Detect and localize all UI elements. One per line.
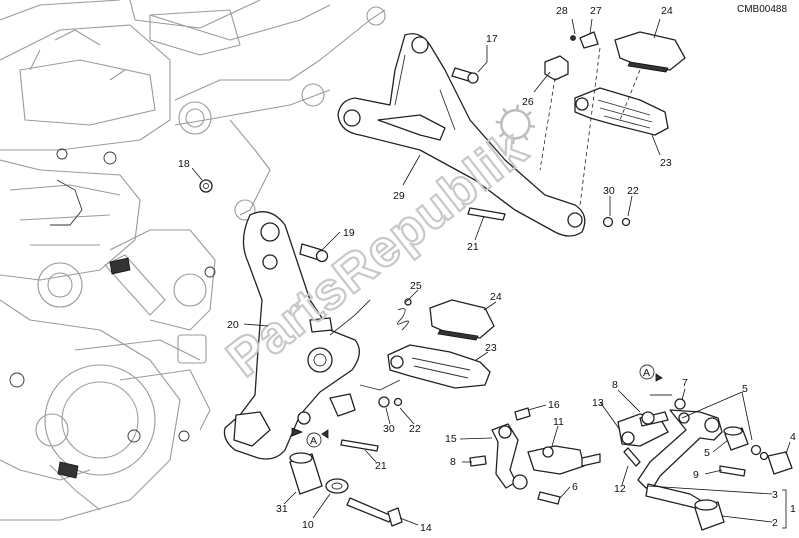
callout-24: 24 xyxy=(661,5,673,17)
callout-22: 22 xyxy=(409,423,421,435)
callout-25: 25 xyxy=(410,280,422,292)
callout-labels: 17 28 27 24 26 23 29 21 30 22 18 19 20 2… xyxy=(178,5,796,534)
rider-footpeg-spring xyxy=(397,298,412,331)
callout-12: 12 xyxy=(614,483,626,495)
callout-23: 23 xyxy=(485,342,497,354)
rider-footpeg-bracket xyxy=(223,211,401,460)
small-fasteners xyxy=(199,67,631,228)
gearshift-linkage xyxy=(469,394,793,531)
callout-8: 8 xyxy=(612,379,618,391)
rider-pivot-parts xyxy=(299,243,403,452)
spacer-washer-bolt xyxy=(289,452,403,527)
callout-31: 31 xyxy=(276,503,288,515)
callout-6: 6 xyxy=(572,481,578,493)
rear-footpeg xyxy=(574,87,669,136)
section-marker-label: A xyxy=(643,367,650,379)
callout-5: 5 xyxy=(704,447,710,459)
callout-14: 14 xyxy=(420,522,432,534)
section-marker-a-lower: A xyxy=(306,429,329,448)
leader-lines xyxy=(191,18,791,529)
callout-27: 27 xyxy=(590,5,602,17)
callout-29: 29 xyxy=(393,190,405,202)
callout-22: 22 xyxy=(627,185,639,197)
drawing-code: CMB00488 xyxy=(737,4,787,15)
callout-26: 26 xyxy=(522,96,534,108)
callout-28: 28 xyxy=(556,5,568,17)
callout-24: 24 xyxy=(490,291,502,303)
callout-17: 17 xyxy=(486,33,498,45)
passenger-footpeg-bracket xyxy=(337,33,586,237)
section-marker-a-upper: A xyxy=(639,364,663,382)
callout-7: 7 xyxy=(682,377,688,389)
callout-23: 23 xyxy=(660,157,672,169)
callout-21: 21 xyxy=(375,460,387,472)
callout-16: 16 xyxy=(548,399,560,411)
callout-21: 21 xyxy=(467,241,479,253)
callout-15: 15 xyxy=(445,433,457,445)
callout-20: 20 xyxy=(227,319,239,331)
callout-9: 9 xyxy=(693,469,699,481)
rear-pivot-pin-parts xyxy=(539,31,641,206)
callout-4: 4 xyxy=(790,431,796,443)
callout-8: 8 xyxy=(450,456,456,468)
rider-footpeg xyxy=(387,344,491,389)
rear-footpeg-rubber-pad xyxy=(614,31,686,73)
callout-19: 19 xyxy=(343,227,355,239)
rider-footpeg-rubber-pad xyxy=(429,299,495,341)
callout-18: 18 xyxy=(178,158,190,170)
callout-3: 3 xyxy=(772,489,778,501)
callout-13: 13 xyxy=(592,397,604,409)
callout-2: 2 xyxy=(772,517,778,529)
callout-30: 30 xyxy=(383,423,395,435)
callout-30: 30 xyxy=(603,185,615,197)
arrow-marker xyxy=(291,427,304,437)
callout-5: 5 xyxy=(742,383,748,395)
callout-11: 11 xyxy=(553,416,564,428)
section-marker-label: A xyxy=(310,435,317,447)
callout-10: 10 xyxy=(302,519,314,531)
callout-1: 1 xyxy=(790,503,796,515)
engine-frame-background xyxy=(0,0,386,521)
